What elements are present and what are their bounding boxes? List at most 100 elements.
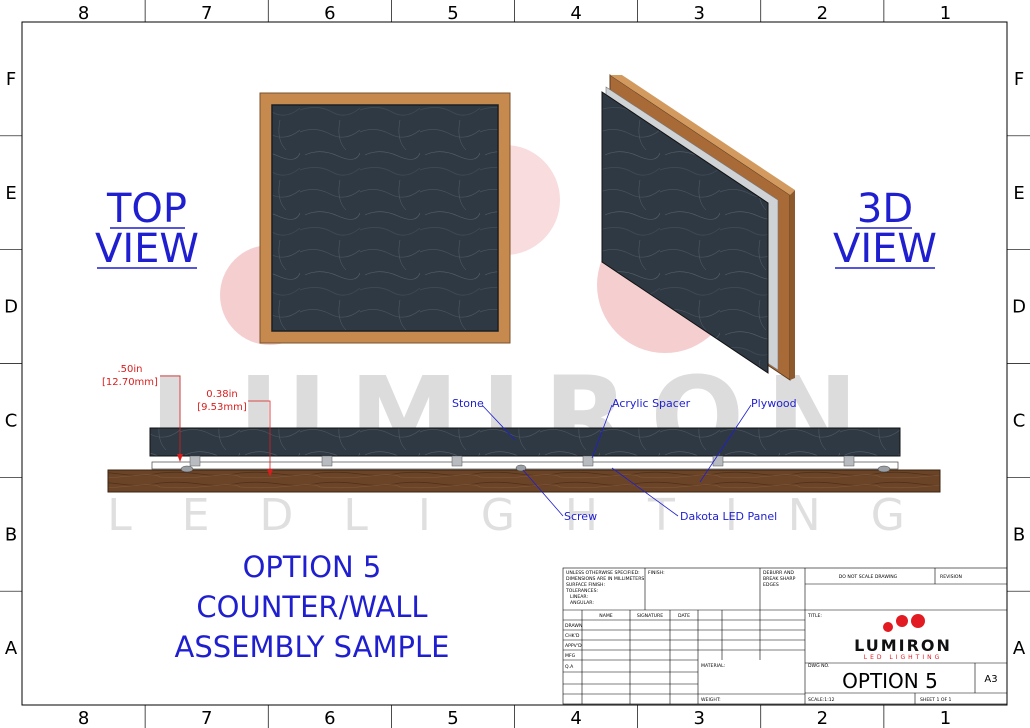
callout-plywood: Plywood bbox=[699, 397, 797, 483]
acrylic-spacer bbox=[712, 455, 724, 467]
assembly-title-line2: COUNTER/WALL bbox=[196, 590, 427, 624]
section-spacers bbox=[189, 455, 855, 467]
tb-no-scale: DO NOT SCALE DRAWING bbox=[839, 574, 898, 580]
zone-col-bottom-5: 5 bbox=[447, 708, 458, 728]
logo-tagline: LED LIGHTING bbox=[864, 654, 943, 661]
tb-deburr-line: BREAK SHARP bbox=[763, 576, 796, 582]
dim1-arrow bbox=[177, 454, 183, 462]
callout-screw-label: Screw bbox=[564, 510, 597, 523]
zone-row-right-A: A bbox=[1013, 638, 1026, 659]
zone-row-right-F: F bbox=[1014, 69, 1024, 90]
zone-row-right-D: D bbox=[1012, 297, 1026, 318]
acrylic-spacer bbox=[843, 455, 855, 467]
dimension-three-eighths-inch: 0.38in [9.53mm] bbox=[197, 389, 273, 477]
tb-row-label: CHK'D bbox=[565, 633, 580, 639]
zone-col-top-5: 5 bbox=[447, 3, 458, 24]
iso-view-label: 3D VIEW bbox=[833, 186, 937, 272]
title-block bbox=[562, 567, 1008, 705]
iso-view-label-line2: VIEW bbox=[833, 226, 937, 272]
zone-row-left-C: C bbox=[5, 410, 18, 431]
logo-brand: LUMIRON bbox=[854, 636, 952, 655]
top-view-label-line2: VIEW bbox=[95, 226, 199, 272]
assembly-title: OPTION 5 COUNTER/WALL ASSEMBLY SAMPLE bbox=[175, 550, 450, 664]
acrylic-spacer bbox=[321, 455, 333, 467]
tb-sheet: SHEET 1 OF 1 bbox=[920, 697, 952, 703]
tb-note-line: SURFACE FINISH: bbox=[566, 582, 605, 588]
tb-row-label: Q.A bbox=[565, 664, 574, 670]
tb-note-line: DIMENSIONS ARE IN MILLIMETERS bbox=[566, 576, 644, 582]
assembly-title-line1: OPTION 5 bbox=[243, 550, 382, 584]
zone-col-bottom-1: 1 bbox=[940, 708, 951, 728]
dim2-arrow bbox=[267, 469, 273, 477]
tb-note-line: UNLESS OTHERWISE SPECIFIED: bbox=[566, 570, 640, 576]
dim2-mm: [9.53mm] bbox=[197, 402, 247, 413]
section-screw-right bbox=[877, 465, 891, 473]
iso-stone bbox=[601, 91, 769, 374]
section-view-drawing bbox=[107, 427, 941, 493]
callout-acrylic-leader bbox=[591, 404, 613, 459]
watermark-tagline: L E D L I G H T I N G bbox=[107, 490, 923, 541]
dim1-leader bbox=[160, 375, 181, 460]
assembly-title-line3: ASSEMBLY SAMPLE bbox=[175, 630, 450, 664]
tb-note-line: TOLERANCES: bbox=[565, 588, 598, 594]
zone-col-bottom-4: 4 bbox=[570, 708, 581, 728]
iso-view-drawing bbox=[601, 74, 795, 381]
tb-row-label: DRAWN bbox=[565, 623, 582, 629]
tb-note-line: ANGULAR: bbox=[570, 600, 594, 606]
dim2-inches: 0.38in bbox=[206, 389, 237, 400]
callout-screw-leader bbox=[522, 469, 564, 517]
zone-row-left-E: E bbox=[5, 183, 16, 204]
iso-view-label-line1: 3D bbox=[857, 186, 913, 232]
callout-plywood-leader bbox=[699, 404, 752, 483]
zone-col-bottom-6: 6 bbox=[324, 708, 335, 728]
dimension-half-inch: .50in [12.70mm] bbox=[102, 364, 183, 462]
zone-row-left-D: D bbox=[4, 297, 18, 318]
acrylic-spacer bbox=[189, 455, 201, 467]
tb-material: MATERIAL: bbox=[701, 663, 726, 669]
title-block-text: UNLESS OTHERWISE SPECIFIED:DIMENSIONS AR… bbox=[565, 570, 998, 703]
zone-row-right-E: E bbox=[1013, 183, 1024, 204]
tb-drawing-title: OPTION 5 bbox=[842, 669, 938, 693]
title-block-notes: UNLESS OTHERWISE SPECIFIED:DIMENSIONS AR… bbox=[565, 570, 644, 606]
zone-col-top-4: 4 bbox=[570, 3, 581, 24]
tb-note-line: LINEAR: bbox=[570, 594, 588, 600]
dim1-mm: [12.70mm] bbox=[102, 377, 158, 388]
tb-revision: REVISION bbox=[940, 574, 962, 580]
zone-col-top-1: 1 bbox=[940, 3, 951, 24]
top-view-label: TOP VIEW bbox=[95, 186, 199, 272]
tb-deburr-line: EDGES bbox=[763, 582, 779, 588]
callout-plywood-label: Plywood bbox=[751, 397, 797, 410]
zone-row-right-C: C bbox=[1013, 410, 1026, 431]
logo-dot-1 bbox=[883, 622, 893, 632]
section-screw-left bbox=[180, 465, 194, 473]
callout-led-panel: Dakota LED Panel bbox=[611, 467, 777, 523]
zone-row-left-A: A bbox=[5, 638, 18, 659]
tb-col-signature: SIGNATURE bbox=[637, 613, 663, 619]
callout-screw: Screw bbox=[522, 469, 597, 523]
zone-col-top-3: 3 bbox=[693, 3, 704, 24]
tb-scale: SCALE:1:12 bbox=[808, 697, 835, 703]
zone-col-bottom-2: 2 bbox=[817, 708, 828, 728]
callout-acrylic: Acrylic Spacer bbox=[591, 397, 691, 459]
title-block-frame bbox=[562, 567, 1008, 705]
tb-dwg-no: DWG NO. bbox=[808, 663, 829, 669]
callout-panel-leader bbox=[611, 467, 679, 517]
top-view-drawing bbox=[259, 92, 511, 344]
tb-deburr-line: DEBURR AND bbox=[763, 570, 794, 576]
zone-col-top-6: 6 bbox=[324, 3, 335, 24]
callout-stone-label: Stone bbox=[452, 397, 484, 410]
tb-weight: WEIGHT: bbox=[701, 697, 721, 703]
zone-col-top-2: 2 bbox=[817, 3, 828, 24]
section-screw bbox=[515, 464, 527, 472]
tb-finish: FINISH: bbox=[648, 570, 665, 576]
callout-stone: Stone bbox=[452, 397, 516, 441]
lumiron-logo: LUMIRON LED LIGHTING bbox=[854, 614, 952, 661]
logo-dot-3 bbox=[911, 614, 925, 628]
section-stone bbox=[149, 427, 901, 457]
zone-row-left-F: F bbox=[6, 69, 16, 90]
logo-dot-2 bbox=[896, 615, 908, 627]
